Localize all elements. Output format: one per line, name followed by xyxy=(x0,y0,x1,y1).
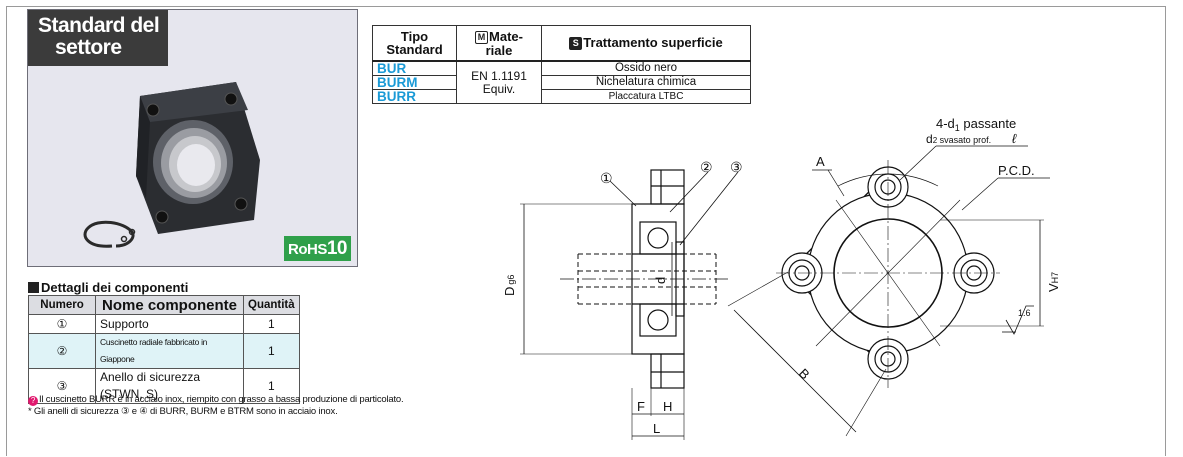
technical-drawing: ① ② ③ Dg6 d F H L 4-d1 passante d2 svasa… xyxy=(502,116,1061,440)
housing-top-face xyxy=(140,82,248,122)
hole-label: 4-d1 passante xyxy=(936,116,1016,133)
bolt-hole xyxy=(234,197,248,211)
table-row: ② Cuscinetto radiale fabbricato in Giapp… xyxy=(28,333,300,369)
info-icon: ? xyxy=(28,396,38,406)
dim-V-label: VH7 xyxy=(1046,272,1061,292)
snap-ring xyxy=(83,220,135,248)
dim-D-label: Dg6 xyxy=(502,275,517,296)
product-photo xyxy=(83,82,260,248)
bolt-hole xyxy=(146,103,160,117)
components-title: Dettagli dei componenti xyxy=(28,280,188,295)
dim-A-label: A xyxy=(816,154,825,169)
notes: ?Il cuscinetto BURR è in acciaio inox, r… xyxy=(28,394,404,417)
bolt-hole xyxy=(224,92,238,106)
depth-symbol: ℓ xyxy=(1012,131,1017,146)
bolt-hole xyxy=(155,210,169,224)
dim-F-label: F xyxy=(637,399,645,414)
callout-2: ② xyxy=(700,159,713,175)
housing-side-face xyxy=(136,96,150,198)
bearing-bore xyxy=(177,144,215,186)
roughness-value: 1.6 xyxy=(1018,308,1031,318)
page-title: Standard del settore xyxy=(28,10,168,66)
surface-value: Nichelatura chimica xyxy=(541,75,751,90)
front-view xyxy=(776,160,1000,388)
rohs-badge: RoHS10 xyxy=(284,236,351,261)
roughness-symbol xyxy=(1005,305,1034,335)
dim-pcd-label: P.C.D. xyxy=(998,163,1035,178)
dim-H-label: H xyxy=(663,399,672,414)
components-table: Numero Nome componente Quantità ① Suppor… xyxy=(28,295,300,404)
type-code: BUR xyxy=(372,60,457,76)
col-header-name: Nome componente xyxy=(95,295,244,315)
table-row: ③ Anello di sicurezza (STWN, S) 1 xyxy=(28,368,300,404)
col-header-type: Tipo Standard xyxy=(372,25,457,62)
dim-L-label: L xyxy=(653,421,660,436)
type-code: BURR xyxy=(372,89,457,104)
material-badge-icon: M xyxy=(475,30,489,44)
col-header-quantity: Quantità xyxy=(243,295,300,315)
table-row: ① Supporto 1 xyxy=(28,314,300,334)
dim-d-label: d xyxy=(653,277,668,284)
product-photo-panel: Standard del settore RoHS10 xyxy=(27,9,358,267)
callout-1: ① xyxy=(600,170,613,186)
page-frame xyxy=(6,6,1166,456)
type-code: BURM xyxy=(372,75,457,90)
surface-badge-icon: S xyxy=(569,37,583,50)
note-line: * Gli anelli di sicurezza ③ e ④ di BURR,… xyxy=(28,406,338,417)
surface-value: Placcatura LTBC xyxy=(541,89,751,104)
dim-B-line xyxy=(733,309,857,433)
square-bullet-icon xyxy=(28,282,39,293)
col-header-number: Numero xyxy=(28,295,96,315)
material-cell: EN 1.1191 Equiv. xyxy=(456,60,542,104)
surface-value: Ossido nero xyxy=(541,60,751,76)
note-line: ?Il cuscinetto BURR è in acciaio inox, r… xyxy=(28,394,404,406)
counterbore-label: d2 svasato prof. xyxy=(926,132,991,146)
dim-B-label: B xyxy=(796,366,813,383)
callout-3: ③ xyxy=(730,159,743,175)
